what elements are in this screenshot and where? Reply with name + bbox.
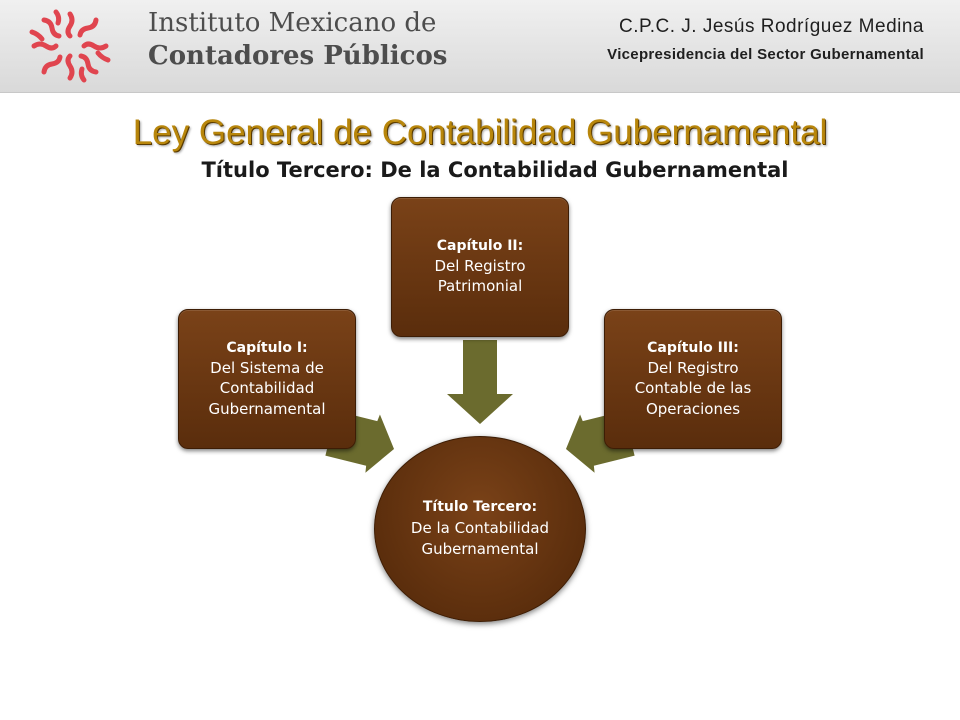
chapter-2-heading: Capítulo II: (436, 238, 524, 255)
center-node: Título Tercero: De la Contabilidad Guber… (374, 436, 586, 622)
center-node-text: De la Contabilidad Gubernamental (410, 518, 550, 558)
institute-name-line2: Contadores Públicos (148, 41, 448, 72)
chapter-1-heading: Capítulo I: (226, 340, 308, 357)
header-bar: Instituto Mexicano de Contadores Público… (0, 0, 960, 93)
center-node-heading: Título Tercero: (422, 499, 538, 516)
chapter-1-text: Del Sistema de Contabilidad Gubernamenta… (208, 359, 326, 418)
chapter-2-text: Del Registro Patrimonial (434, 257, 526, 296)
presenter-info: C.P.C. J. Jesús Rodríguez Medina Vicepre… (607, 16, 924, 63)
slide-title: Ley General de Contabilidad Gubernamenta… (132, 113, 828, 152)
chapter-3-text: Del Registro Contable de las Operaciones (634, 359, 752, 418)
institute-name-line1: Instituto Mexicano de (148, 8, 437, 38)
chapter-box-3: Capítulo III: Del Registro Contable de l… (604, 309, 782, 449)
imcp-logo-icon (29, 9, 111, 83)
presenter-name: C.P.C. J. Jesús Rodríguez Medina (618, 16, 924, 37)
chapter-box-2: Capítulo II: Del Registro Patrimonial (391, 197, 569, 337)
institute-name: Instituto Mexicano de Contadores Público… (148, 8, 448, 72)
chapter-box-1: Capítulo I: Del Sistema de Contabilidad … (178, 309, 356, 449)
chapter-3-heading: Capítulo III: (647, 340, 739, 357)
arrow-down-icon (447, 340, 513, 424)
slide-subtitle: Título Tercero: De la Contabilidad Guber… (201, 158, 789, 182)
presenter-role: Vicepresidencia del Sector Gubernamental (607, 46, 924, 63)
